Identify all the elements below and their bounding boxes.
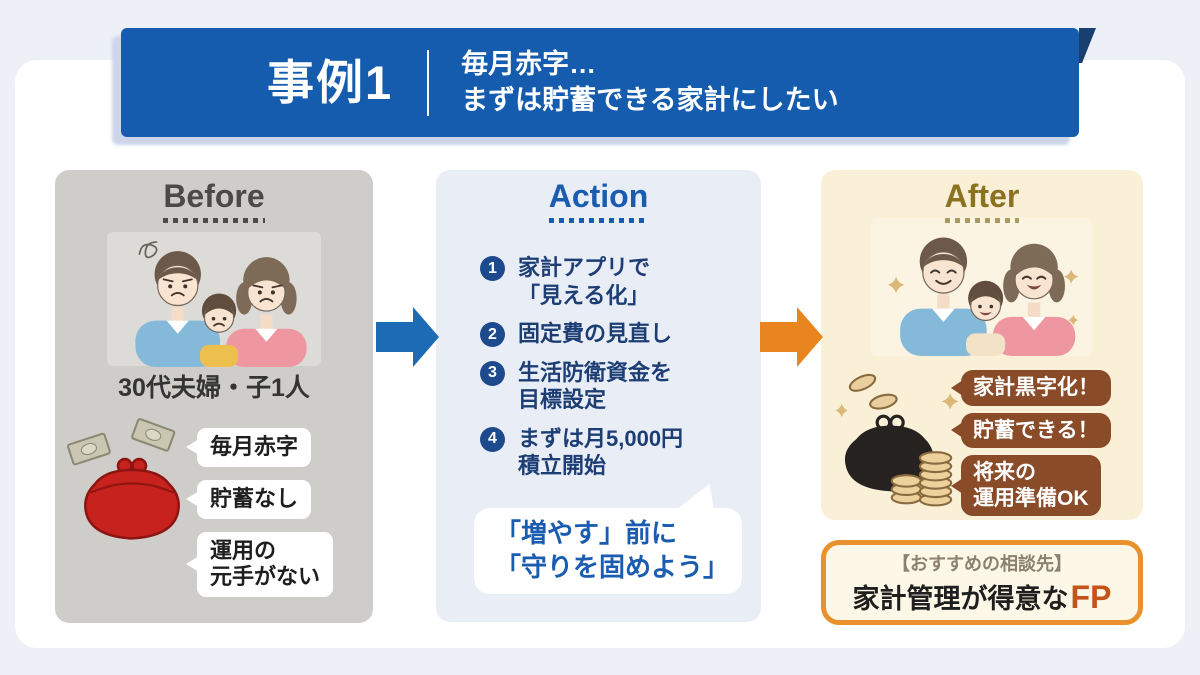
action-step-1: 1 家計アプリで 「見える化」 <box>480 254 683 309</box>
action-step-3: 3 生活防衛資金を 目標設定 <box>480 359 683 414</box>
banner-title-line2: まずは貯蓄できる家計にしたい <box>461 84 839 115</box>
banner-title-line1: 毎月赤字… <box>461 49 597 80</box>
step-text: 固定費の見直し <box>518 321 673 346</box>
recommended-advisor-box: 【おすすめの相談先】 家計管理が得意な FP <box>821 540 1143 625</box>
fp-highlight: FP <box>1070 578 1112 615</box>
header-banner: 事例1 毎月赤字… まずは貯蓄できる家計にしたい <box>121 28 1079 137</box>
action-heading: Action <box>436 178 761 223</box>
ribbon-fold <box>1079 28 1096 63</box>
after-bubble-list: 家計黒字化！ 貯蓄できる！ 将来の 運用準備OK <box>961 370 1111 517</box>
speech-bubble-tail <box>676 484 714 510</box>
after-panel: After <box>821 170 1143 520</box>
problem-bubble-1: 毎月赤字 <box>197 428 312 467</box>
step-number-badge: 1 <box>480 256 505 281</box>
step-text: まずは月5,000円 積立開始 <box>518 425 684 479</box>
recommendation-text: 家計管理が得意な FP <box>853 577 1112 616</box>
problem-bubble-3: 運用の 元手がない <box>197 531 334 598</box>
result-bubble-2: 貯蓄できる！ <box>961 412 1111 449</box>
action-panel: Action 1 家計アプリで 「見える化」 2 固定費の見直し 3 生活防衛資… <box>436 170 761 622</box>
step-number-badge: 3 <box>480 360 505 386</box>
before-panel: Before <box>55 170 373 623</box>
banner-title: 毎月赤字… まずは貯蓄できる家計にしたい <box>461 47 838 117</box>
result-bubble-1: 家計黒字化！ <box>961 370 1111 406</box>
arrow-right-icon <box>760 307 823 367</box>
after-heading: After <box>821 178 1143 223</box>
step-number-badge: 4 <box>480 426 505 452</box>
arrow-right-icon <box>376 307 439 367</box>
before-heading: Before <box>55 178 373 223</box>
result-bubble-3: 将来の 運用準備OK <box>961 455 1101 517</box>
case-label: 事例1 <box>267 56 394 109</box>
step-number-badge: 2 <box>480 322 505 347</box>
before-bubble-list: 毎月赤字 貯蓄なし 運用の 元手がない <box>197 428 334 598</box>
action-step-list: 1 家計アプリで 「見える化」 2 固定費の見直し 3 生活防衛資金を 目標設定… <box>480 254 683 480</box>
step-text: 生活防衛資金を 目標設定 <box>518 359 673 413</box>
recommendation-label: 【おすすめの相談先】 <box>892 553 1072 574</box>
banner-divider <box>427 49 430 116</box>
happy-family-icon <box>887 237 1079 356</box>
problem-bubble-2: 貯蓄なし <box>197 479 312 519</box>
action-step-4: 4 まずは月5,000円 積立開始 <box>480 425 683 480</box>
black-purse-coins-icon <box>835 373 959 507</box>
red-purse-icon <box>66 418 180 540</box>
action-step-2: 2 固定費の見直し <box>480 320 683 348</box>
recommendation-text-main: 家計管理が得意な <box>852 583 1069 614</box>
worried-family-icon <box>135 241 307 367</box>
step-text: 家計アプリで 「見える化」 <box>518 255 651 308</box>
action-message-bubble: 「増やす」前に 「守りを固めよう」 <box>474 508 742 594</box>
family-caption: 30代夫婦・子1人 <box>118 374 310 402</box>
